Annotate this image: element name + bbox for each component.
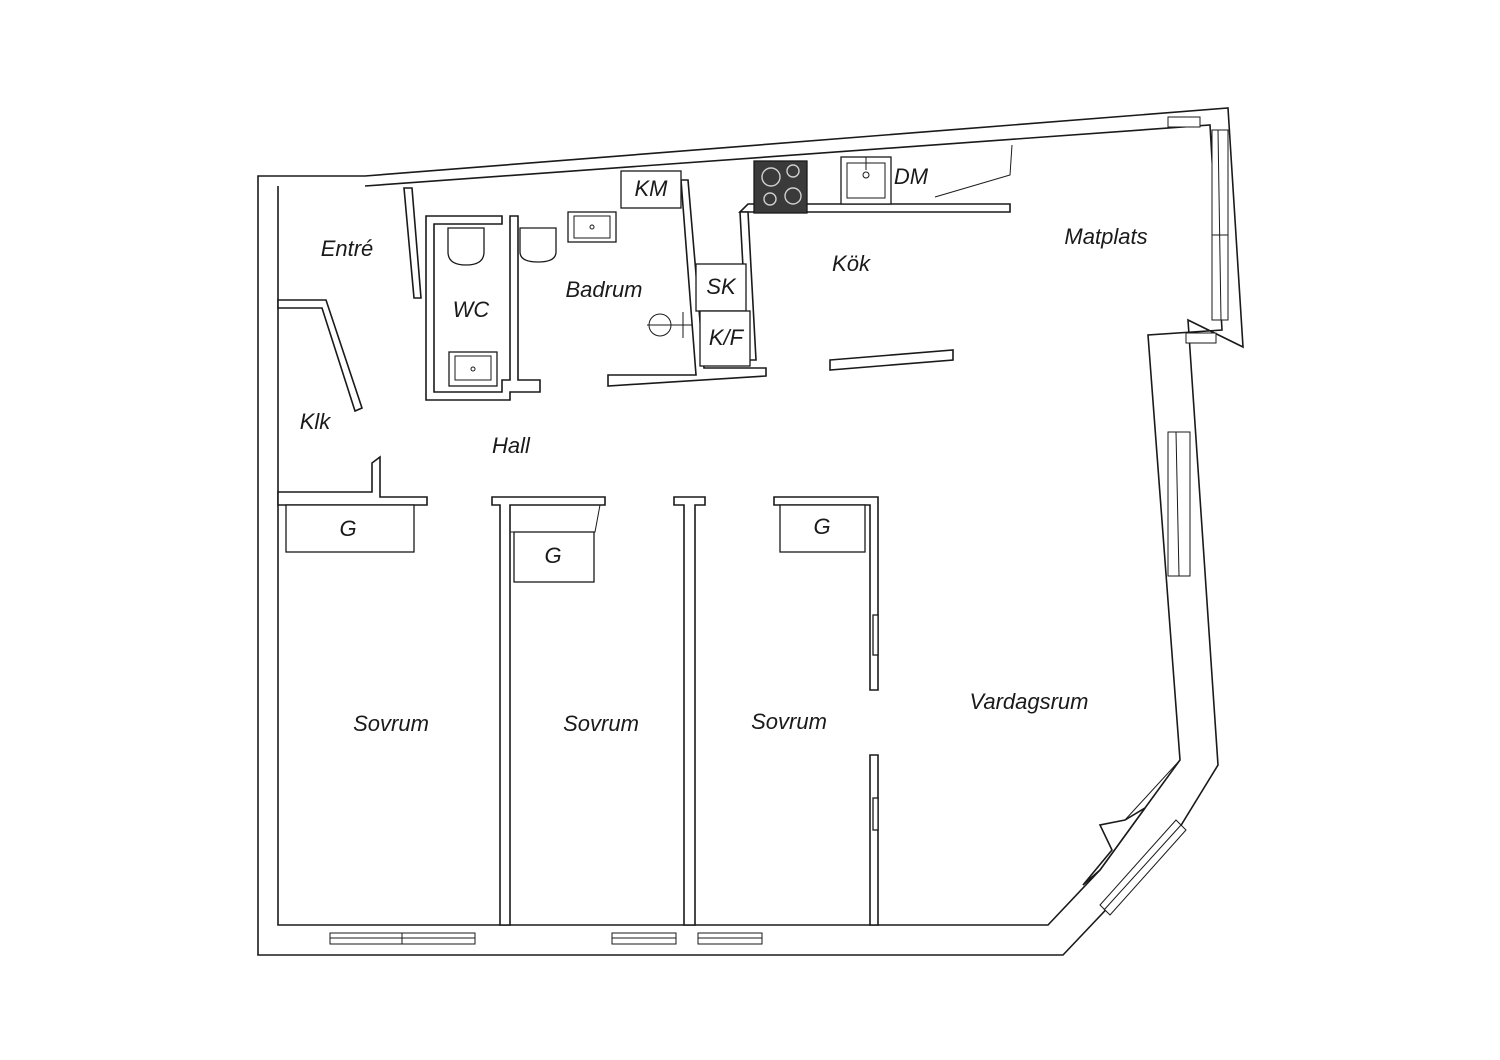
sink-icon (567, 211, 617, 243)
washing-machine-box (620, 170, 682, 209)
room-label-klk: Klk (300, 409, 332, 434)
kitchen-sink-icon (840, 156, 892, 205)
sink-icon (448, 351, 498, 387)
wardrobe-box (513, 531, 595, 583)
room-labels: Entré WC Badrum Kök Matplats Klk Hall So… (300, 224, 1148, 736)
fixture-label-kf: K/F (709, 325, 745, 350)
windows (329, 116, 1229, 945)
room-label-entre: Entré (321, 236, 374, 261)
shower-icon (647, 312, 692, 338)
wardrobe-box (285, 504, 415, 553)
room-label-badrum: Badrum (565, 277, 642, 302)
storage-cabinet-box (695, 263, 747, 312)
room-label-hall: Hall (492, 433, 531, 458)
room-label-vardagsrum: Vardagsrum (969, 689, 1088, 714)
wardrobe-box (779, 504, 866, 553)
fixture-label-g-1: G (339, 516, 356, 541)
interior-walls (277, 144, 1181, 926)
toilet-icon (447, 227, 485, 266)
window (1167, 116, 1201, 128)
fixtures (285, 156, 892, 583)
stove-icon (753, 160, 808, 214)
room-label-sovrum-3: Sovrum (751, 709, 827, 734)
room-label-sovrum-1: Sovrum (353, 711, 429, 736)
fixture-label-km: KM (635, 176, 669, 201)
fixture-label-sk: SK (706, 274, 737, 299)
room-label-sovrum-2: Sovrum (563, 711, 639, 736)
window (1185, 332, 1217, 344)
fixture-label-dm: DM (894, 164, 929, 189)
fridge-freezer-box (699, 310, 751, 367)
fixture-label-g-2: G (544, 543, 561, 568)
room-label-kok: Kök (832, 251, 871, 276)
fixture-labels: KM DM SK K/F G G G (339, 164, 928, 568)
toilet-icon (519, 227, 557, 263)
room-label-wc: WC (453, 297, 490, 322)
fixture-label-g-3: G (813, 514, 830, 539)
room-label-matplats: Matplats (1064, 224, 1147, 249)
